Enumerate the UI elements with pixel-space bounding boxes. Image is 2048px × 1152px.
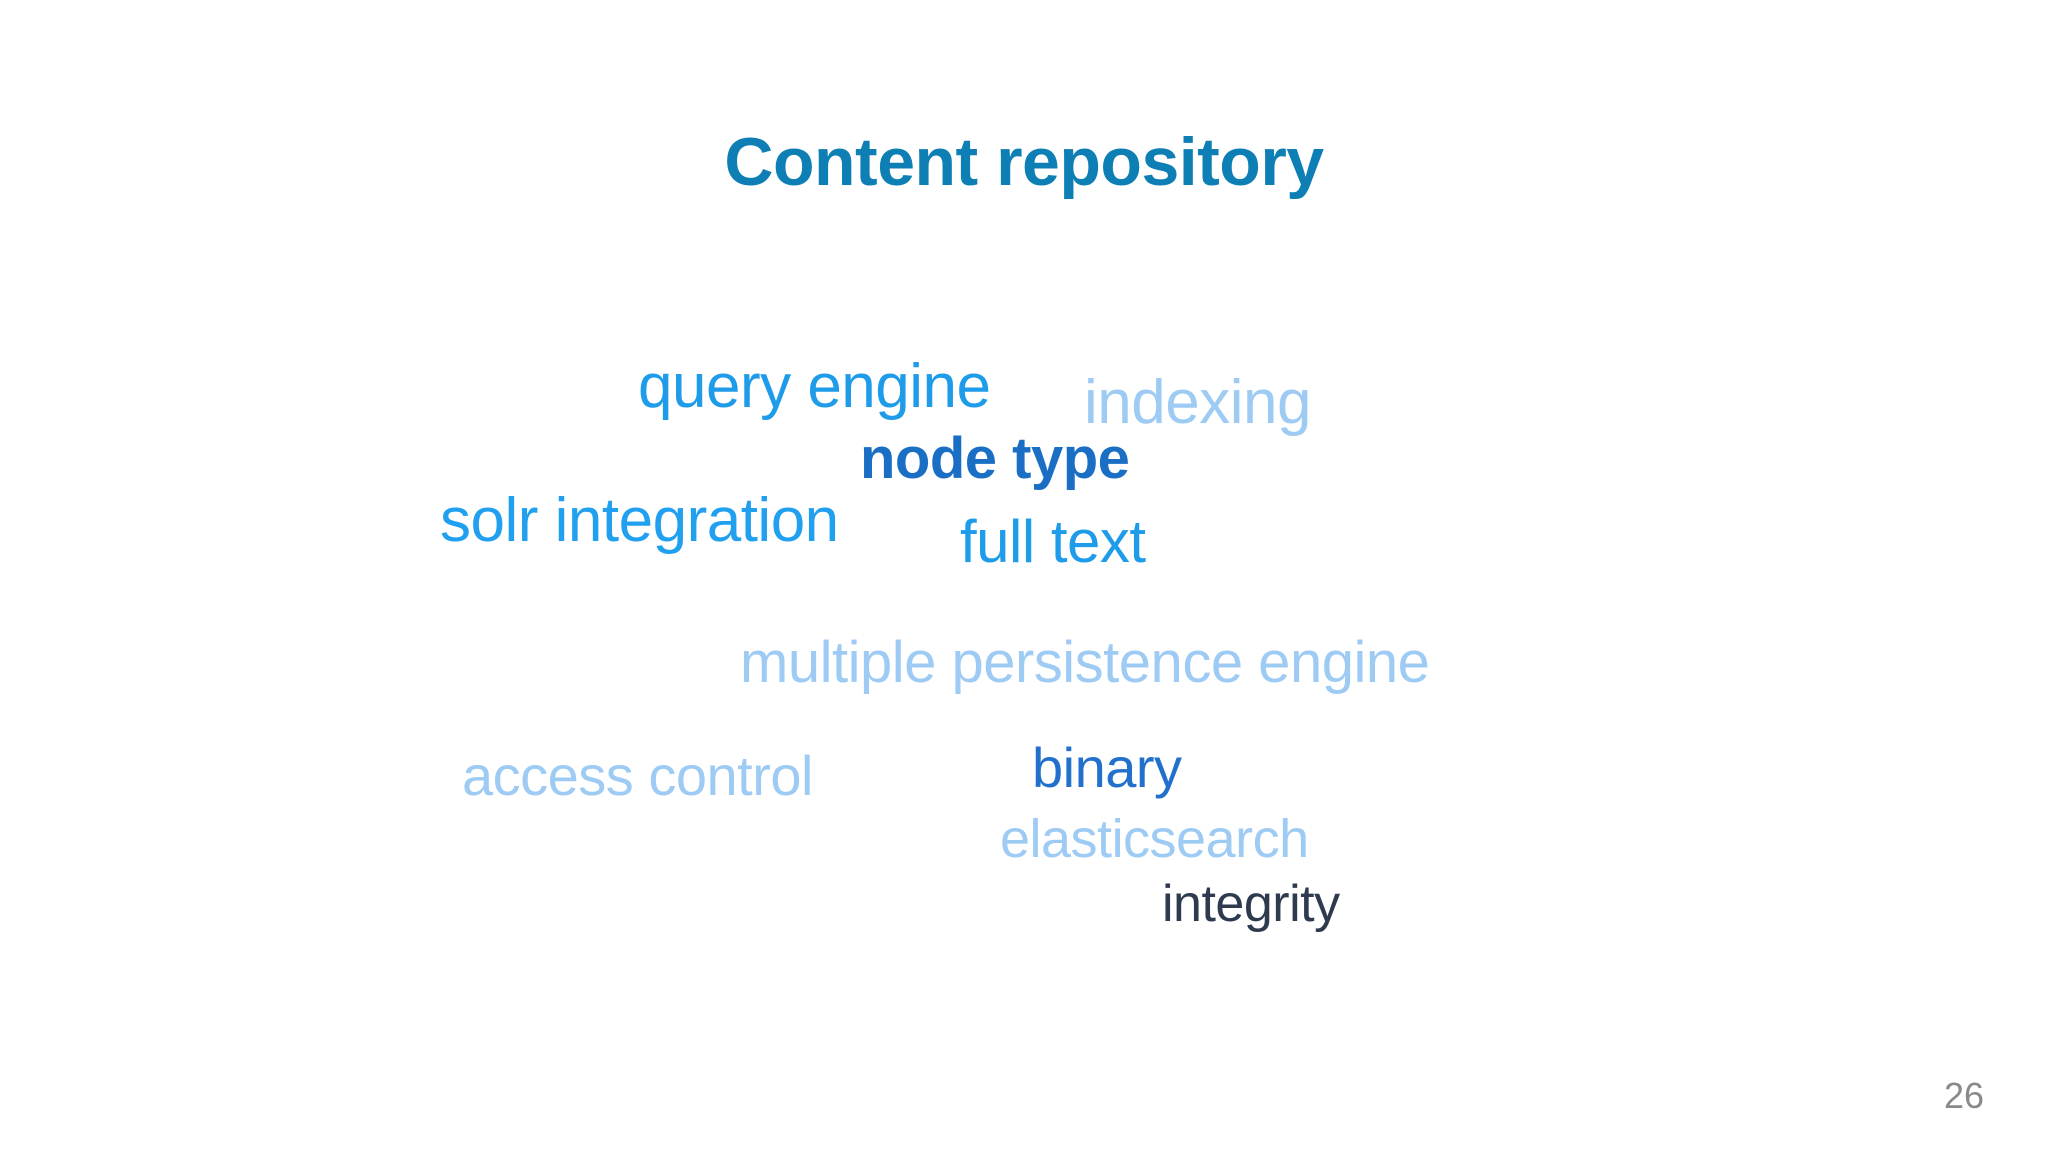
cloud-word-full-text: full text: [960, 508, 1146, 575]
cloud-word-query-engine: query engine: [638, 352, 991, 421]
cloud-word-multiple-persistence-engine: multiple persistence engine: [740, 630, 1430, 695]
cloud-word-binary: binary: [1032, 736, 1182, 799]
page-title: Content repository: [724, 124, 1324, 200]
cloud-word-elasticsearch: elasticsearch: [1000, 809, 1309, 869]
page-number: 26: [1943, 1075, 1984, 1116]
cloud-word-solr-integration: solr integration: [440, 486, 839, 555]
cloud-word-node-type: node type: [860, 426, 1130, 491]
cloud-word-integrity: integrity: [1162, 875, 1340, 933]
cloud-word-access-control: access control: [462, 744, 813, 807]
cloud-word-indexing: indexing: [1084, 368, 1311, 437]
